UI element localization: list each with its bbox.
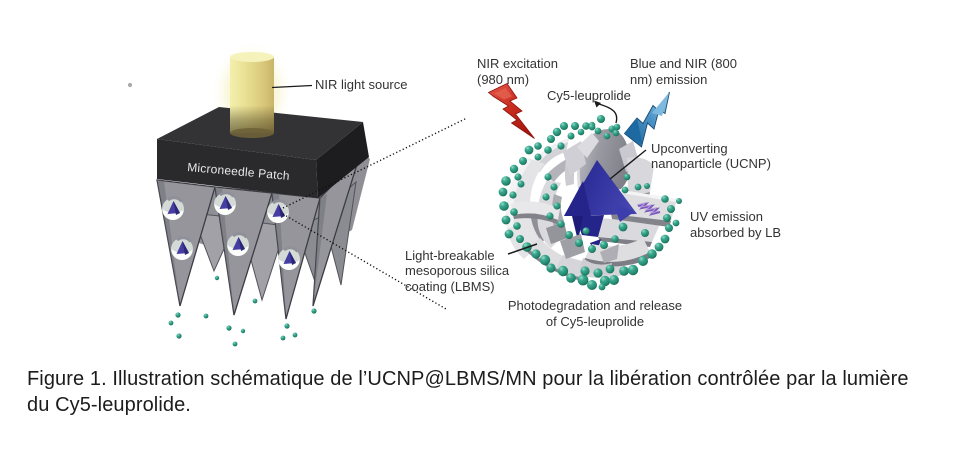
svg-text:absorbed by LB: absorbed by LB — [690, 225, 781, 240]
svg-text:Upconverting: Upconverting — [651, 141, 728, 156]
svg-text:(980 nm): (980 nm) — [477, 72, 529, 87]
svg-text:of Cy5-leuprolide: of Cy5-leuprolide — [546, 314, 644, 329]
svg-text:mesoporous silica: mesoporous silica — [405, 263, 510, 278]
svg-text:Blue and NIR (800: Blue and NIR (800 — [630, 56, 737, 71]
svg-text:du Cy5-leuprolide.: du Cy5-leuprolide. — [27, 394, 191, 416]
svg-text:nanoparticle (UCNP): nanoparticle (UCNP) — [651, 156, 771, 171]
svg-text:NIR excitation: NIR excitation — [477, 56, 558, 71]
svg-text:nm) emission: nm) emission — [630, 72, 707, 87]
svg-text:Light-breakable: Light-breakable — [405, 248, 495, 263]
svg-text:Cy5-leuprolide: Cy5-leuprolide — [547, 88, 631, 103]
svg-text:Figure 1. Illustration schémat: Figure 1. Illustration schématique de l’… — [27, 368, 909, 390]
svg-text:coating (LBMS): coating (LBMS) — [405, 279, 495, 294]
svg-text:NIR light source: NIR light source — [315, 77, 407, 92]
svg-text:UV emission: UV emission — [690, 209, 763, 224]
svg-text:Photodegradation and release: Photodegradation and release — [508, 298, 682, 313]
